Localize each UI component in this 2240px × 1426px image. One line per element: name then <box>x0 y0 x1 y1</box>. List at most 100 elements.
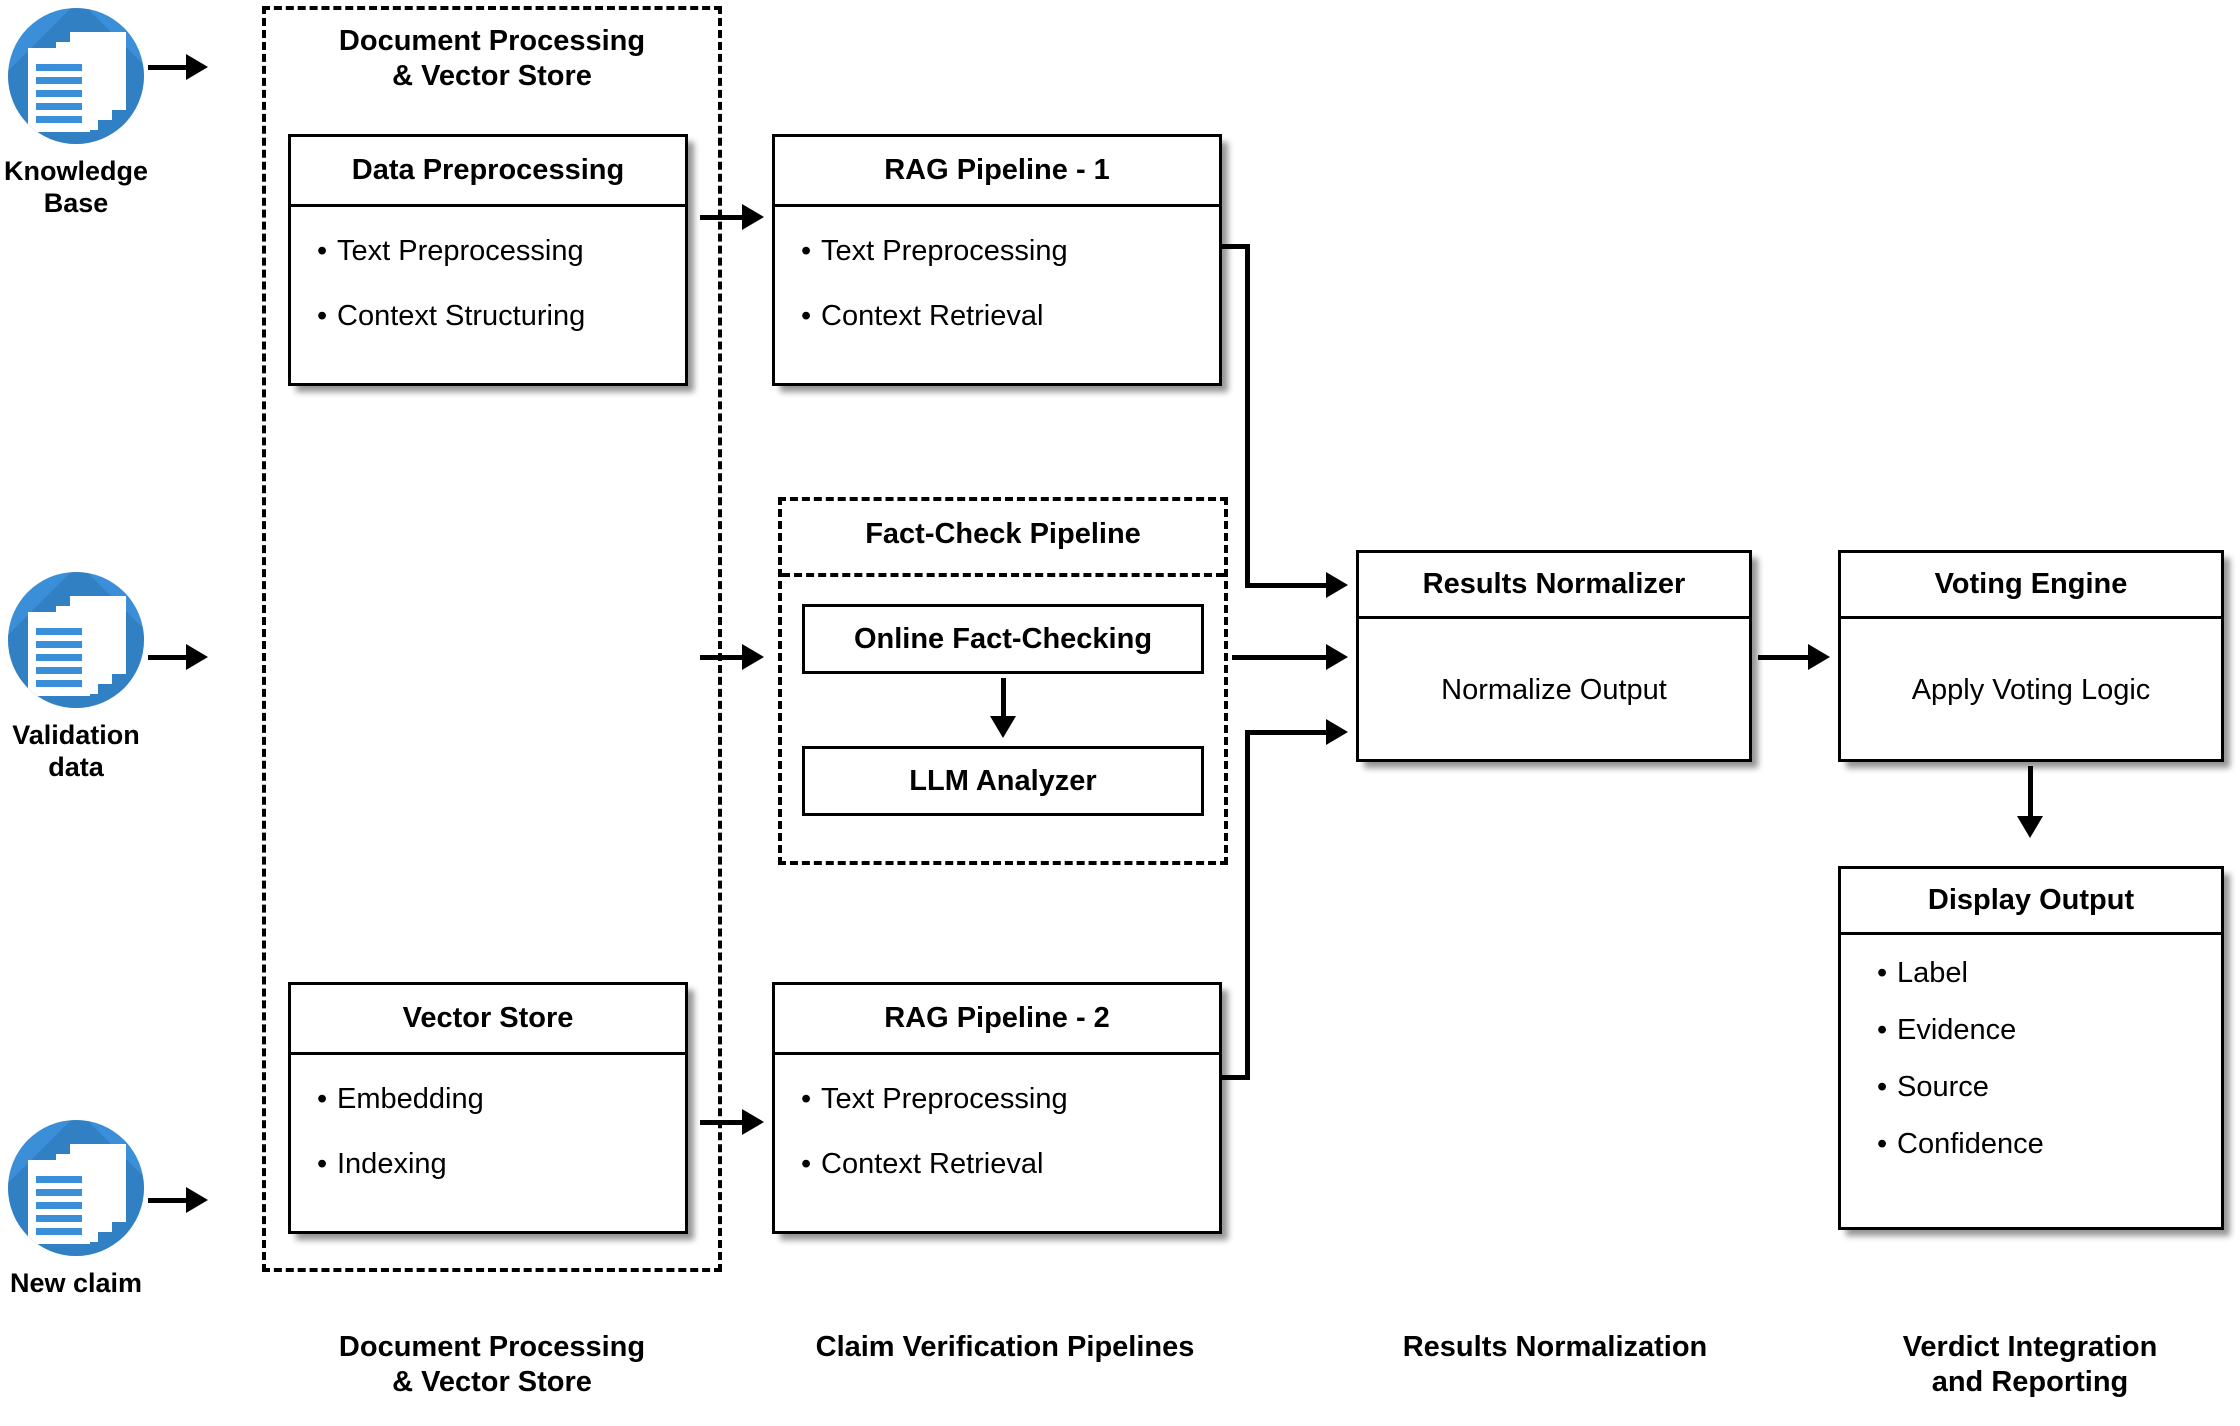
bullet-glyph: • <box>1877 1014 1888 1046</box>
arrow-vs-rag2-head <box>742 1109 764 1135</box>
node-title: LLM Analyzer <box>909 764 1097 797</box>
list-item: • Evidence <box>1877 1016 2221 1045</box>
list-item-label: Indexing <box>337 1148 447 1180</box>
edge-rag2-head <box>1326 719 1348 745</box>
bullet-glyph: • <box>317 1083 328 1115</box>
node-body: • Text Preprocessing • Context Retrieval <box>775 207 1219 331</box>
edge-norm-vote-head <box>1808 644 1830 670</box>
node-title: Display Output <box>1841 869 2221 935</box>
list-item: • Embedding <box>317 1085 685 1114</box>
node-vector-store[interactable]: Vector Store • Embedding • Indexing <box>288 982 688 1234</box>
bullet-glyph: • <box>317 300 328 332</box>
node-body: • Text Preprocessing • Context Retrieval <box>775 1055 1219 1179</box>
bullet-glyph: • <box>1877 1128 1888 1160</box>
edge-rag1-down <box>1245 244 1250 588</box>
arrow-ofc-llm-head <box>990 716 1016 738</box>
group-fact-check-title: Fact-Check Pipeline <box>865 518 1141 550</box>
node-title: Online Fact-Checking <box>853 622 1153 655</box>
stage-caption-results-normalization: Results Normalization <box>1402 1331 1708 1363</box>
arrow-kb-shaft <box>148 65 194 70</box>
arrow-validation-factcheck-shaft <box>700 655 746 660</box>
node-online-fact-checking[interactable]: Online Fact-Checking <box>802 604 1204 674</box>
edge-norm-vote-shaft <box>1758 655 1814 660</box>
list-item-label: Confidence <box>1897 1128 2044 1160</box>
edge-rag1-in <box>1245 583 1330 588</box>
node-llm-analyzer[interactable]: LLM Analyzer <box>802 746 1204 816</box>
bullet-glyph: • <box>317 235 328 267</box>
list-item: • Context Retrieval <box>801 1150 1219 1179</box>
group-document-processing-title: Document Processing & Vector Store <box>338 25 646 92</box>
arrow-newclaim-head <box>186 1187 208 1213</box>
list-item-label: Text Preprocessing <box>337 235 584 267</box>
list-item: • Confidence <box>1877 1130 2221 1159</box>
list-item-label: Source <box>1897 1071 1989 1103</box>
source-new-claim: New claim <box>8 1120 159 1300</box>
node-voting-engine[interactable]: Voting Engine Apply Voting Logic <box>1838 550 2224 762</box>
bullet-glyph: • <box>317 1148 328 1180</box>
node-data-preprocessing[interactable]: Data Preprocessing • Text Preprocessing … <box>288 134 688 386</box>
documents-stack-icon <box>8 572 144 708</box>
group-document-processing: Document Processing & Vector Store <box>262 6 722 1272</box>
node-display-output[interactable]: Display Output • Label • Evidence • Sour… <box>1838 866 2224 1230</box>
list-item-label: Context Structuring <box>337 300 586 332</box>
node-title: Vector Store <box>291 985 685 1055</box>
list-item-label: Text Preprocessing <box>821 1083 1068 1115</box>
edge-rag2-up <box>1245 730 1250 1078</box>
bullet-glyph: • <box>801 300 812 332</box>
list-item-label: Evidence <box>1897 1014 2017 1046</box>
edge-rag1-out <box>1222 244 1250 249</box>
bullet-glyph: • <box>801 1083 812 1115</box>
edge-rag2-in <box>1245 730 1330 735</box>
list-item: • Label <box>1877 959 2221 988</box>
bullet-glyph: • <box>1877 957 1888 989</box>
arrow-dp-rag1-shaft <box>700 215 746 220</box>
source-label: New claim <box>9 1268 143 1298</box>
node-rag-pipeline-2[interactable]: RAG Pipeline - 2 • Text Preprocessing • … <box>772 982 1222 1234</box>
bullet-glyph: • <box>1877 1071 1888 1103</box>
group-fact-check-pipeline: Fact-Check Pipeline <box>778 497 1228 865</box>
edge-factcheck-in <box>1232 655 1330 660</box>
bullet-glyph: • <box>801 1148 812 1180</box>
node-results-normalizer[interactable]: Results Normalizer Normalize Output <box>1356 550 1752 762</box>
node-body: Normalize Output <box>1441 673 1667 706</box>
node-body: Apply Voting Logic <box>1911 673 2151 706</box>
stage-caption-document-processing: Document Processing& Vector Store <box>338 1331 646 1398</box>
list-item: • Context Retrieval <box>801 302 1219 331</box>
node-title: RAG Pipeline - 1 <box>775 137 1219 207</box>
node-title: RAG Pipeline - 2 <box>775 985 1219 1055</box>
doc-front <box>28 48 90 132</box>
documents-stack-icon <box>8 1120 144 1256</box>
list-item: • Context Structuring <box>317 302 685 331</box>
list-item-label: Context Retrieval <box>821 300 1044 332</box>
node-rag-pipeline-1[interactable]: RAG Pipeline - 1 • Text Preprocessing • … <box>772 134 1222 386</box>
list-item: • Text Preprocessing <box>317 237 685 266</box>
arrow-validation-head <box>186 644 208 670</box>
documents-stack-icon <box>8 8 144 144</box>
edge-vote-display-head <box>2017 816 2043 838</box>
arrow-vs-rag2-shaft <box>700 1120 746 1125</box>
node-body: • Label • Evidence • Source • Confidence <box>1841 935 2221 1159</box>
node-body: • Embedding • Indexing <box>291 1055 685 1179</box>
arrow-ofc-llm-shaft <box>1001 678 1006 722</box>
group-fact-check-divider <box>782 573 1224 577</box>
arrow-validation-factcheck-head <box>742 644 764 670</box>
node-title: Data Preprocessing <box>291 137 685 207</box>
list-item-label: Context Retrieval <box>821 1148 1044 1180</box>
list-item-label: Embedding <box>337 1083 484 1115</box>
stage-caption-claim-verification: Claim Verification Pipelines <box>815 1331 1195 1363</box>
list-item: • Indexing <box>317 1150 685 1179</box>
list-item: • Text Preprocessing <box>801 1085 1219 1114</box>
edge-factcheck-head <box>1326 644 1348 670</box>
doc-front <box>28 1160 90 1244</box>
edge-rag1-head <box>1326 572 1348 598</box>
arrow-newclaim-shaft <box>148 1198 194 1203</box>
list-item: • Source <box>1877 1073 2221 1102</box>
edge-rag2-out <box>1222 1075 1250 1080</box>
list-item-label: Text Preprocessing <box>821 235 1068 267</box>
node-title: Voting Engine <box>1841 553 2221 619</box>
